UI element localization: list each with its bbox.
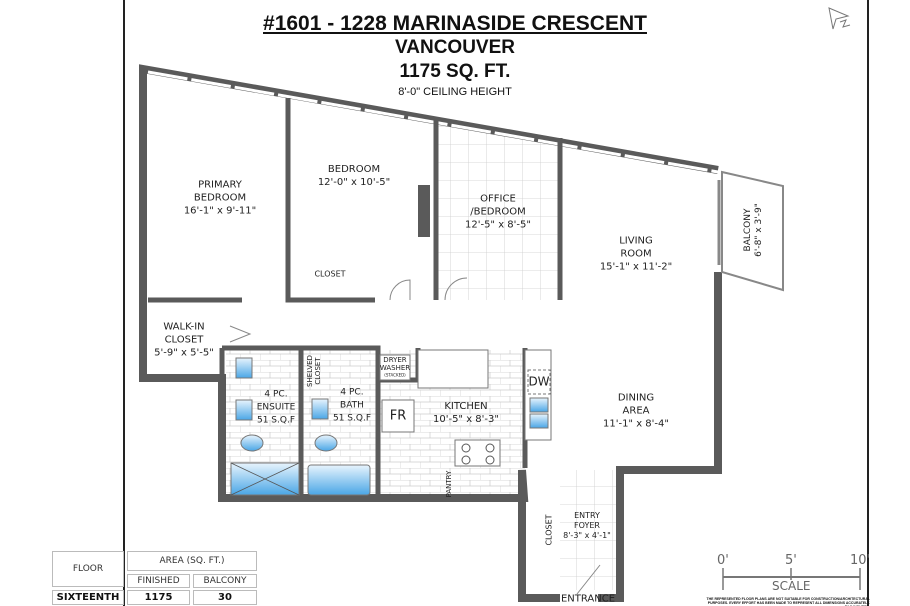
entry-tile-floor — [560, 470, 618, 590]
scale-tick-5: 5' — [785, 553, 797, 568]
office-tile-floor — [438, 118, 560, 300]
balcony-value: 30 — [193, 590, 257, 605]
bath-toilet — [314, 434, 338, 452]
ensuite-toilet — [240, 434, 264, 452]
scale-bar — [722, 568, 861, 590]
scale-tick-10: 10' — [850, 553, 871, 568]
room-balcony: BALCONY 6'-8" x 3'-9" — [743, 203, 764, 257]
floor-value: SIXTEENTH — [52, 590, 124, 605]
north-arrow-icon — [828, 7, 851, 30]
room-entry-foyer: ENTRY FOYER 8'-3" x 4'-1" — [563, 511, 611, 540]
floor-header: FLOOR — [52, 551, 124, 587]
pantry-label: PANTRY — [445, 470, 453, 498]
dishwasher-label: DW — [528, 374, 550, 389]
finished-value: 1175 — [127, 590, 190, 605]
room-dining: DINING AREA 11'-1" x 8'-4" — [602, 392, 670, 430]
stacked-label: (STACKED) — [384, 372, 406, 378]
kitchen-sink-2 — [529, 413, 549, 429]
finished-header: FINISHED — [127, 574, 190, 588]
room-bedroom-closet: CLOSET — [314, 269, 346, 279]
room-living: LIVING ROOM 15'-1" x 11'-2" — [599, 235, 673, 273]
walls — [139, 64, 722, 602]
room-primary-bedroom: PRIMARY BEDROOM 16'-1" x 9'-11" — [183, 179, 257, 217]
bath-sink — [311, 398, 329, 420]
scale-label: SCALE — [772, 579, 811, 593]
ensuite-sink-1 — [235, 357, 253, 379]
column — [418, 185, 430, 237]
address-title: #1601 - 1228 MARINASIDE CRESCENT — [263, 12, 647, 35]
fridge — [381, 399, 415, 433]
balcony-header: BALCONY — [193, 574, 257, 588]
room-bath: 4 PC. BATH 51 S.Q.F — [332, 387, 372, 424]
city: VANCOUVER — [395, 37, 515, 58]
kitchen-counter — [417, 349, 489, 389]
entrance-label: ENTRANCE — [560, 593, 616, 605]
room-ensuite: 4 PC. ENSUITE 51 S.Q.F — [256, 389, 296, 426]
fridge-label: FR — [389, 408, 407, 424]
room-walk-in-closet: WALK-IN CLOSET 5'-9" x 5'-5" — [154, 321, 214, 359]
balcony-outline — [721, 170, 784, 292]
total-area: 1175 SQ. FT. — [399, 61, 511, 82]
room-entry-closet: CLOSET — [544, 514, 554, 546]
room-bedroom: BEDROOM 12'-0" x 10'-5" — [317, 164, 391, 188]
washer-dryer — [379, 354, 411, 381]
ensuite-sink-2 — [235, 399, 253, 421]
room-kitchen: KITCHEN 10'-5" x 8'-3" — [432, 401, 500, 425]
disclaimer: THE REPRESENTED FLOOR PLANS ARE NOT SUIT… — [706, 597, 870, 606]
scale-tick-0: 0' — [717, 553, 729, 568]
area-header: AREA (SQ. FT.) — [127, 551, 257, 571]
bathtub — [307, 464, 371, 496]
dryer-washer-label: DRYER WASHER — [379, 356, 411, 372]
dishwasher — [527, 369, 551, 395]
room-shelved-closet: SHELVED CLOSET — [306, 355, 322, 387]
doors — [229, 277, 601, 595]
room-office: OFFICE /BEDROOM 12'-5" x 8'-5" — [464, 193, 532, 231]
kitchen-sink — [529, 397, 549, 413]
page-border-right — [867, 0, 869, 606]
ceiling-height: 8'-0" CEILING HEIGHT — [398, 86, 512, 98]
page-border-left — [123, 0, 125, 606]
